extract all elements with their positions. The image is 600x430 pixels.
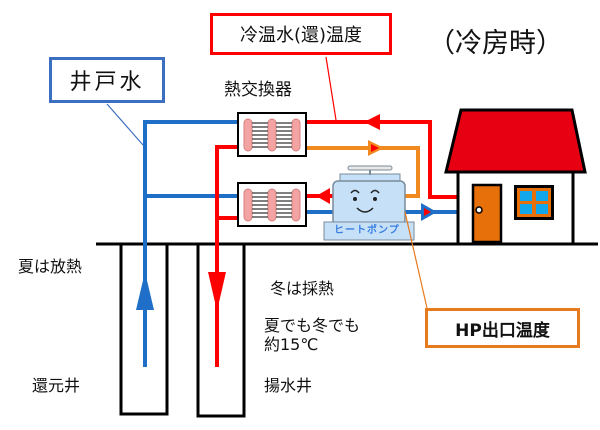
up-arrow-icon: [136, 272, 154, 310]
well-water-pipe: [143, 120, 239, 367]
return-well-label: 還元井: [32, 376, 81, 395]
left-arrow-icon: [364, 114, 380, 130]
pumping-well-casing: [196, 244, 246, 418]
well-water-label-box: 井戸水: [49, 57, 165, 103]
well-water-label: 井戸水: [69, 70, 145, 95]
year-round-temp-label-line2: 約15℃: [264, 335, 319, 354]
down-arrow-icon: [208, 272, 226, 311]
year-round-temp-label-line1: 夏でも冬でも: [264, 316, 361, 335]
pumping-well-label: 揚水井: [264, 376, 313, 395]
pumped-water-pipe: [215, 145, 239, 367]
heat-exchanger-upper: [237, 112, 307, 157]
return-well-casing: [119, 244, 169, 416]
heat-pump-label: ヒートポンプ: [334, 225, 400, 236]
well-water-leader: [106, 103, 144, 146]
heat-exchanger-label: 熱交換器: [224, 80, 292, 100]
chw-return-temp-label: 冷温水(還)温度: [239, 25, 363, 46]
hp-outlet-temp-label: HP出口温度: [455, 320, 550, 341]
left-arrow-icon-2: [316, 188, 330, 204]
chw-label-leader: [325, 56, 337, 121]
hx-to-hp-pipe: [307, 146, 420, 198]
heat-exchanger-lower: [237, 182, 307, 227]
winter-heat-collection-label: 冬は採熱: [270, 279, 335, 298]
right-arrow-inner-icon-2: [424, 208, 431, 216]
summer-heat-release-label: 夏は放熱: [18, 257, 83, 276]
hp-outlet-temp-label-box: HP出口温度: [425, 308, 580, 348]
right-arrow-inner-icon: [371, 144, 379, 152]
chw-return-temp-label-box: 冷温水(還)温度: [210, 13, 392, 55]
mode-title: （冷房時）: [428, 28, 563, 59]
hp-outlet-leader: [404, 211, 428, 309]
house-icon: [444, 108, 587, 246]
heat-pump-icon: [323, 165, 415, 241]
